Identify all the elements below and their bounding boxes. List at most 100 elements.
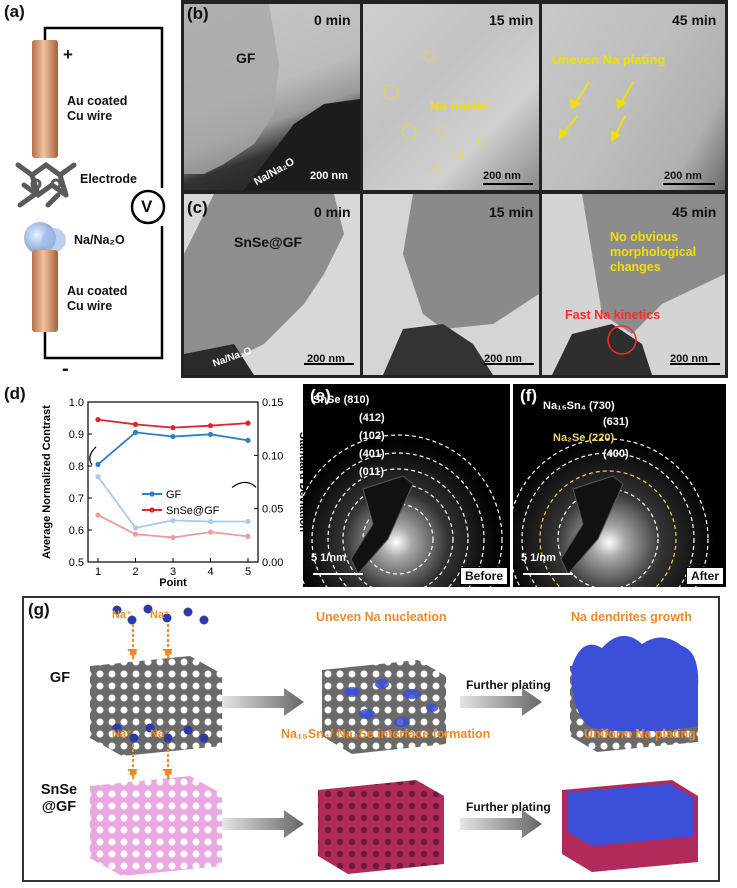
f-ring-631: (631) xyxy=(603,416,629,428)
series-point-0 xyxy=(95,461,101,467)
further-plating-2: Further plating xyxy=(466,800,551,814)
e-ring-810: SnSe (810) xyxy=(313,394,370,406)
tem-c-45min xyxy=(542,194,725,375)
arrow-1 xyxy=(222,688,304,716)
b-time-15: 15 min xyxy=(489,12,534,28)
series-point-1 xyxy=(207,423,214,429)
interface-block xyxy=(318,780,444,874)
series-point-0 xyxy=(170,433,176,440)
series-point-1 xyxy=(245,420,251,426)
electrode-structure xyxy=(15,161,77,208)
e-ring-401: (401) xyxy=(359,448,385,460)
series-point-0 xyxy=(132,429,139,435)
tem-c-0min xyxy=(184,194,360,375)
y-tick-label: 0.5 xyxy=(69,557,84,569)
tem-b-0min xyxy=(184,4,360,190)
further-plating-1: Further plating xyxy=(466,678,551,692)
series-point-2 xyxy=(95,474,101,480)
y-tick-label: 0.6 xyxy=(69,525,84,537)
sodium-label: Na/Na₂O xyxy=(74,233,125,247)
dendrites-label: Na dendrites growth xyxy=(571,610,692,624)
legend-marker xyxy=(149,507,155,513)
x-axis-label: Point xyxy=(159,577,187,588)
x-tick-label: 5 xyxy=(245,566,251,578)
top-wire-label: Au coated Cu wire xyxy=(67,94,128,123)
c-scale-15: 200 nm xyxy=(484,353,522,365)
y2-tick-label: 0.10 xyxy=(262,450,283,462)
minus-sign: - xyxy=(62,358,69,380)
uniform-na-layer xyxy=(568,784,694,846)
series-point-1 xyxy=(95,417,101,423)
bottom-cu-wire xyxy=(32,250,58,332)
diffraction-after: Na₁₅Sn₄ (730) (631) Na₂Se (220) (400) 5 … xyxy=(513,384,726,587)
x-tick-label: 1 xyxy=(95,566,101,578)
voltmeter-label: V xyxy=(141,197,153,216)
x-tick-label: 4 xyxy=(207,566,213,578)
diffraction-before: SnSe (810) (412) (102) (401) (011) 5 1/n… xyxy=(303,384,510,587)
b-annotations xyxy=(383,50,715,185)
ion-label-2: Na⁺ xyxy=(150,609,170,621)
bottom-wire-label: Au coated Cu wire xyxy=(67,284,128,313)
interface-label: Na₁₅Sn₄/ Na₂Se interface formation xyxy=(281,727,491,741)
c-time-45: 45 min xyxy=(672,204,717,220)
row-snse-label: SnSe @GF xyxy=(40,782,78,815)
series-point-2 xyxy=(207,518,214,525)
panel-e-label: (e) xyxy=(310,386,331,405)
circuit-bottom-wire xyxy=(43,226,164,360)
circuit-diagram xyxy=(15,26,166,360)
f-after-tag: After xyxy=(685,567,724,585)
series-point-2 xyxy=(245,518,251,525)
b-scale-15: 200 nm xyxy=(483,170,521,182)
f-ring-220: Na₂Se (220) xyxy=(553,432,615,444)
ion-label-3: Na⁺ xyxy=(112,728,132,740)
b-scale-45: 200 nm xyxy=(664,170,702,182)
electrode-label: Electrode xyxy=(80,172,137,186)
c-fast-label: Fast Na kinetics xyxy=(565,308,661,322)
series-point-1 xyxy=(132,421,139,427)
tem-c-15min xyxy=(363,194,539,375)
y2-tick-label: 0.05 xyxy=(262,504,283,516)
legend-label: SnSe@GF xyxy=(166,505,220,517)
f-scale-label: 5 1/nm xyxy=(521,552,556,564)
b-time-45: 45 min xyxy=(672,12,717,28)
panel-d-label: (d) xyxy=(4,384,26,403)
series-point-0 xyxy=(245,437,251,443)
x-tick-label: 2 xyxy=(132,566,138,578)
row-gf-label: GF xyxy=(49,670,71,686)
b-scale-0: 200 nm xyxy=(310,170,348,182)
c-time-15: 15 min xyxy=(489,204,534,220)
e-ring-412: (412) xyxy=(359,412,385,424)
b-sample-label: GF xyxy=(236,50,256,66)
series-point-2 xyxy=(170,517,176,523)
legend-label: GF xyxy=(166,489,182,501)
schematic-g xyxy=(90,604,699,876)
x-tick-label: 3 xyxy=(170,566,176,578)
snse-block-1 xyxy=(90,776,222,876)
dendrites xyxy=(571,635,699,732)
gf-block-2 xyxy=(322,660,446,754)
e-scale-label: 5 1/nm xyxy=(311,552,346,564)
series-point-3 xyxy=(132,531,139,537)
y-tick-label: 0.7 xyxy=(69,493,84,505)
b-nuclei-label: Na nuclei xyxy=(430,98,488,113)
tem-b-15min xyxy=(363,4,539,190)
panel-g-label: (g) xyxy=(28,600,50,619)
series-point-1 xyxy=(170,425,176,431)
e-ring-102: (102) xyxy=(359,430,385,442)
c-sample-label: SnSe@GF xyxy=(234,234,303,250)
y-tick-label: 0.9 xyxy=(69,429,84,441)
series-point-0 xyxy=(207,431,214,437)
ion-label-4: Na⁺ xyxy=(150,728,170,740)
c-no-change-label: No obvious morphological changes xyxy=(610,230,697,274)
b-time-0: 0 min xyxy=(314,12,351,28)
y-axis-label: Average Normalized Contrast xyxy=(41,405,53,559)
arrow-4 xyxy=(460,810,542,838)
circuit-top-wire xyxy=(43,26,164,188)
series-point-2 xyxy=(132,525,139,531)
panel-a-label: (a) xyxy=(4,2,25,21)
plus-sign: + xyxy=(63,45,73,64)
series-point-3 xyxy=(245,533,251,539)
arrow-3 xyxy=(222,810,304,838)
f-ring-730: Na₁₅Sn₄ (730) xyxy=(543,400,615,412)
